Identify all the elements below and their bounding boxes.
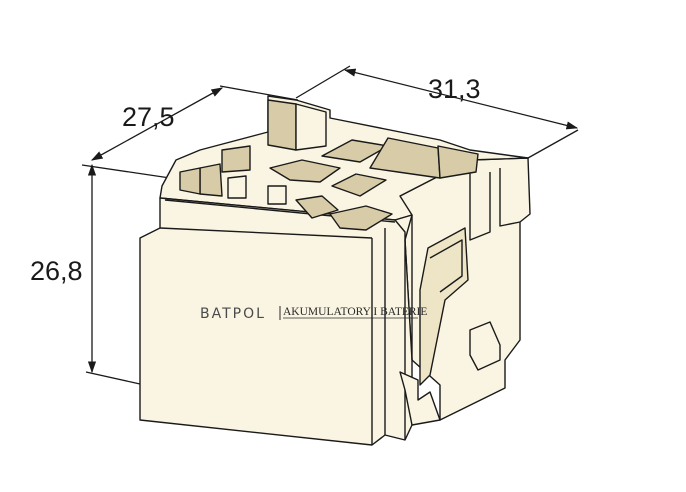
terminal-slot-11 (221, 145, 251, 173)
terminal-slot-7 (329, 205, 393, 231)
front-right-step (394, 219, 406, 440)
width-dimension-line (90, 87, 224, 161)
height-label: 26,8 (30, 256, 83, 286)
dimension-lines (81, 65, 579, 385)
terminal-slot-3 (369, 137, 441, 179)
terminal-slot-10 (179, 167, 201, 195)
watermark: BATPOL AKUMULATORY I BATERIE (200, 306, 427, 322)
socket-front-face (139, 197, 413, 446)
length-label: 31,3 (428, 74, 481, 104)
bottom-clip-left (399, 371, 441, 426)
terminal-slots (179, 99, 479, 231)
watermark-brand: BATPOL (200, 306, 266, 322)
terminal-slot-1-front (295, 103, 327, 151)
relay-socket (139, 95, 531, 446)
bottom-clip-right (469, 321, 501, 371)
locking-latch (419, 227, 469, 386)
locking-latch-inner (429, 239, 463, 293)
terminal-slot-8 (295, 195, 339, 219)
top-post-1 (227, 175, 247, 199)
width-label: 27,5 (122, 102, 175, 132)
dimension-labels: 27,5 31,3 26,8 (30, 74, 481, 286)
length-extension-line-left (295, 65, 351, 99)
watermark-tagline: AKUMULATORY I BATERIE (283, 306, 427, 318)
height-extension-line-bottom (85, 371, 141, 385)
terminal-slot-6 (331, 173, 387, 197)
width-extension-line-left (81, 164, 171, 179)
length-dimension-line (343, 68, 579, 130)
length-extension-line-right (527, 129, 579, 159)
terminal-slot-4 (437, 145, 479, 179)
right-face-rib-2 (469, 160, 491, 241)
terminal-slot-1 (267, 99, 297, 151)
right-face-rib-3 (499, 168, 521, 227)
front-edge-lip (159, 227, 373, 239)
width-extension-line-right (219, 85, 299, 101)
top-post-2 (267, 185, 287, 205)
terminal-slot-9 (199, 163, 223, 197)
terminal-slot-5 (269, 159, 341, 183)
